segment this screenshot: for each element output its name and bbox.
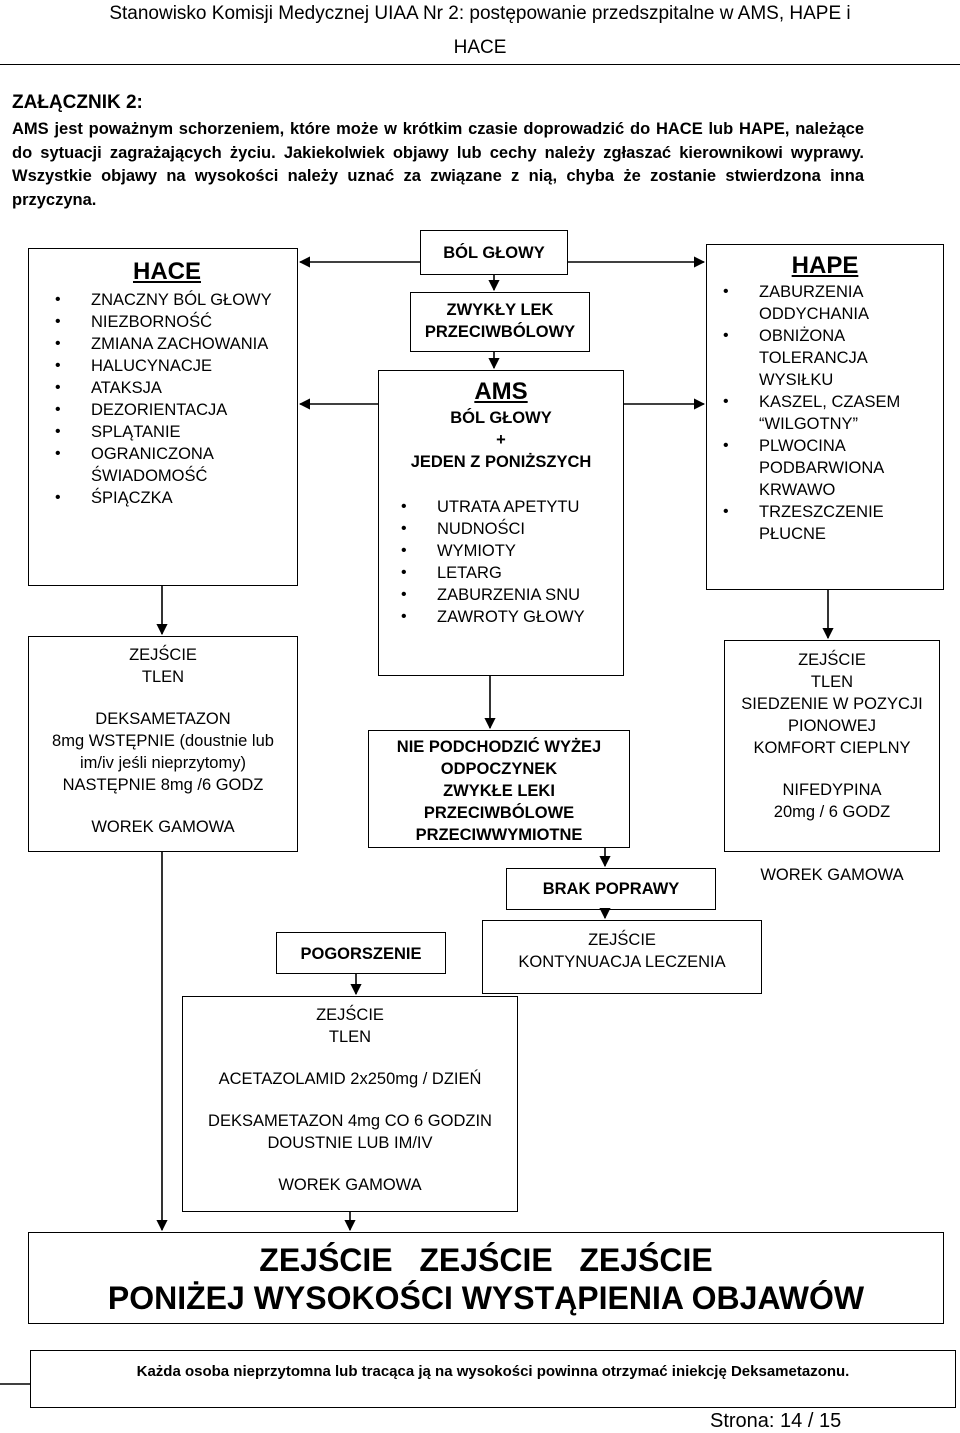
treatment-line: WOREK GAMOWA: [278, 1176, 422, 1194]
treatment-line: 20mg / 6 GODZ: [773, 803, 891, 821]
treatment-line: ZWYKŁE LEKI PRZECIWBÓLOWE: [423, 782, 575, 822]
treatment-line: ACETAZOLAMID 2x250mg / DZIEŃ: [218, 1070, 482, 1088]
treatment-line: NIFEDYPINA: [782, 781, 882, 799]
treatment-line: 8mg WSTĘPNIE (doustnie lub im/iv jeśli n…: [52, 732, 274, 794]
list-item: PLWOCINA PODBARWIONA KRWAWO: [711, 435, 939, 501]
treatment-line: ZEJŚCIE: [129, 646, 197, 664]
ams-symptom-list: UTRATA APETYTU NUDNOŚCI WYMIOTY LETARG Z…: [389, 496, 617, 628]
hape-symptom-list: ZABURZENIA ODDYCHANIA OBNIŻONA TOLERANCJ…: [711, 281, 939, 545]
list-item: NIEZBORNOŚĆ: [43, 311, 291, 333]
treatment-line: TLEN: [810, 673, 854, 691]
list-item: LETARG: [389, 562, 617, 584]
treatment-line: TLEN: [141, 668, 185, 686]
list-item: ZABURZENIA ODDYCHANIA: [711, 281, 939, 325]
treatment-line: PRZECIWWYMIOTNE: [415, 826, 583, 844]
list-item: DEZORIENTACJA: [43, 399, 291, 421]
hape-box: HAPE ZABURZENIA ODDYCHANIA OBNIŻONA TOLE…: [706, 244, 944, 590]
no-improvement-label: BRAK POPRAWY: [542, 880, 680, 898]
worsening-box: POGORSZENIE: [276, 932, 446, 974]
descend-banner: ZEJŚCIE ZEJŚCIE ZEJŚCIE PONIŻEJ WYSOKOŚC…: [28, 1232, 944, 1324]
treatment-line: TLEN: [328, 1028, 372, 1046]
page-number: Strona: 14 / 15: [710, 1410, 842, 1432]
treatment-line: ZEJŚCIE: [798, 651, 866, 669]
page-header-line1: Stanowisko Komisji Medycznej UIAA Nr 2: …: [109, 3, 851, 24]
hace-box: HACE ZNACZNY BÓL GŁOWY NIEZBORNOŚĆ ZMIAN…: [28, 248, 298, 586]
list-item: WYMIOTY: [389, 540, 617, 562]
treatment-line: ZEJŚCIE: [588, 931, 656, 949]
treatment-line: KONTYNUACJA LECZENIA: [518, 953, 726, 971]
headache-label: BÓL GŁOWY: [443, 244, 545, 262]
hape-title: HAPE: [791, 252, 859, 279]
header-divider: [0, 64, 960, 65]
footnote-box: Każda osoba nieprzytomna lub tracąca ją …: [30, 1350, 956, 1408]
page-header-line2: HACE: [453, 37, 507, 58]
ams-treatment-box: NIE PODCHODZIĆ WYŻEJ ODPOCZYNEK ZWYKŁE L…: [368, 730, 630, 848]
ams-title: AMS: [474, 378, 528, 405]
descend-continue-box: ZEJŚCIE KONTYNUACJA LECZENIA: [482, 920, 762, 994]
hace-symptom-list: ZNACZNY BÓL GŁOWY NIEZBORNOŚĆ ZMIANA ZAC…: [43, 289, 291, 509]
worsening-treatment-box: ZEJŚCIE TLEN ACETAZOLAMID 2x250mg / DZIE…: [182, 996, 518, 1212]
treatment-line: NIE PODCHODZIĆ WYŻEJ: [396, 738, 602, 756]
painkiller-label: ZWYKŁY LEK PRZECIWBÓLOWY: [424, 301, 576, 341]
painkiller-box: ZWYKŁY LEK PRZECIWBÓLOWY: [410, 292, 590, 352]
hape-treatment-box: ZEJŚCIE TLEN SIEDZENIE W POZYCJI PIONOWE…: [724, 640, 940, 852]
ams-line: +: [496, 431, 506, 449]
list-item: UTRATA APETYTU: [389, 496, 617, 518]
treatment-line: DEKSAMETAZON: [95, 710, 231, 728]
treatment-line: DEKSAMETAZON 4mg CO 6 GODZIN DOUSTNIE LU…: [208, 1112, 492, 1152]
worsening-label: POGORSZENIE: [300, 945, 422, 963]
hape-gamow-bag: WOREK GAMOWA: [760, 866, 904, 884]
list-item: ZABURZENIA SNU: [389, 584, 617, 606]
list-item: TRZESZCZENIE PŁUCNE: [711, 501, 939, 545]
ams-box: AMS BÓL GŁOWY + JEDEN Z PONIŻSZYCH UTRAT…: [378, 370, 624, 676]
treatment-line: KOMFORT CIEPLNY: [753, 739, 911, 757]
descend-banner-line2: PONIŻEJ WYSOKOŚCI WYSTĄPIENIA OBJAWÓW: [107, 1280, 865, 1316]
descend-banner-line1: ZEJŚCIE ZEJŚCIE ZEJŚCIE: [259, 1242, 713, 1278]
list-item: SPLĄTANIE: [43, 421, 291, 443]
hace-treatment-box: ZEJŚCIE TLEN DEKSAMETAZON 8mg WSTĘPNIE (…: [28, 636, 298, 852]
list-item: ATAKSJA: [43, 377, 291, 399]
treatment-line: WOREK GAMOWA: [91, 818, 235, 836]
no-improvement-box: BRAK POPRAWY: [506, 868, 716, 910]
list-item: ZNACZNY BÓL GŁOWY: [43, 289, 291, 311]
headache-box: BÓL GŁOWY: [420, 230, 568, 275]
treatment-line: ZEJŚCIE: [316, 1006, 384, 1024]
annex-title: ZAŁĄCZNIK 2:: [12, 92, 143, 113]
ams-line: JEDEN Z PONIŻSZYCH: [410, 453, 592, 471]
list-item: OBNIŻONA TOLERANCJA WYSIŁKU: [711, 325, 939, 391]
hace-title: HACE: [132, 258, 201, 285]
list-item: OGRANICZONA ŚWIADOMOŚĆ: [43, 443, 291, 487]
list-item: ZMIANA ZACHOWANIA: [43, 333, 291, 355]
treatment-line: SIEDZENIE W POZYCJI PIONOWEJ: [741, 695, 923, 735]
list-item: ŚPIĄCZKA: [43, 487, 291, 509]
annex-intro-text: AMS jest poważnym schorzeniem, które moż…: [12, 120, 864, 209]
list-item: HALUCYNACJE: [43, 355, 291, 377]
list-item: NUDNOŚCI: [389, 518, 617, 540]
list-item: ZAWROTY GŁOWY: [389, 606, 617, 628]
ams-line: BÓL GŁOWY: [450, 409, 552, 427]
list-item: KASZEL, CZASEM “WILGOTNY”: [711, 391, 939, 435]
footnote-text: Każda osoba nieprzytomna lub tracąca ją …: [136, 1363, 850, 1380]
treatment-line: ODPOCZYNEK: [440, 760, 558, 778]
